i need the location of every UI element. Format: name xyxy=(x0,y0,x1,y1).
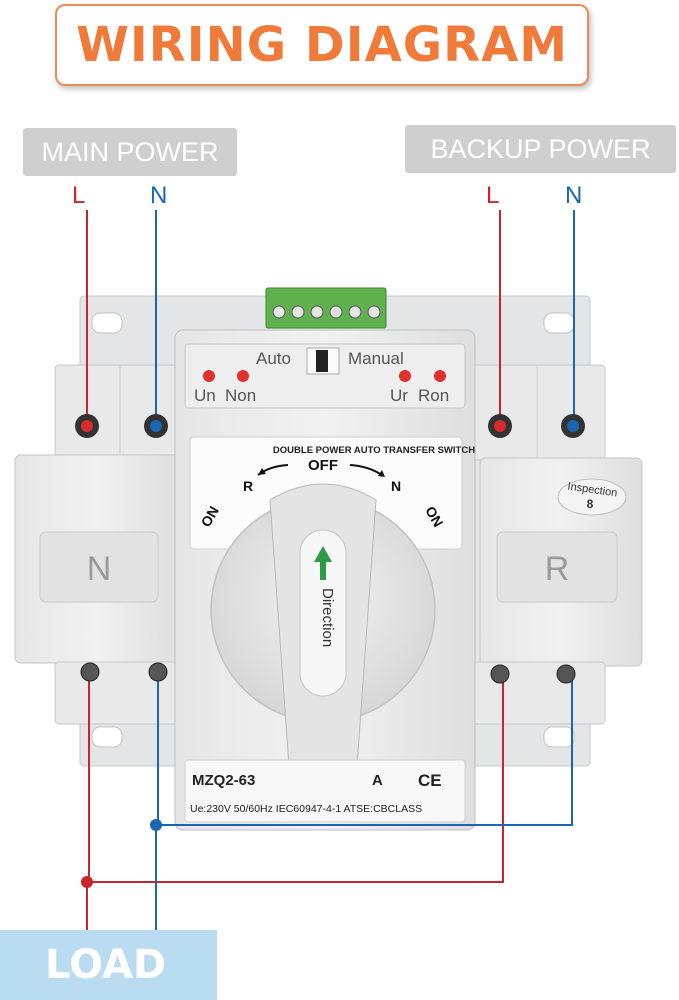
main-live-label: L xyxy=(72,182,86,209)
neutral-junction xyxy=(150,819,162,831)
ce-mark: CE xyxy=(418,771,442,790)
left-module-label: N xyxy=(87,550,112,588)
mode-manual-label: Manual xyxy=(348,349,404,368)
indicator-ur-label: Ur xyxy=(390,386,408,405)
diagram-title: WIRING DIAGRAM xyxy=(75,17,569,73)
switch-title: DOUBLE POWER AUTO TRANSFER SWITCH xyxy=(273,445,475,456)
indicator-non-label: Non xyxy=(225,386,256,405)
indicator-un-led xyxy=(203,370,215,382)
indicator-ur-led xyxy=(399,370,411,382)
spec-line: Ue:230V 50/60Hz IEC60947-4-1 ATSE:CBCLAS… xyxy=(190,803,422,815)
mode-auto-label: Auto xyxy=(256,349,291,368)
position-off: OFF xyxy=(308,457,338,474)
load-label: LOAD xyxy=(45,942,167,988)
handle-direction-label: Direction xyxy=(319,588,336,647)
indicator-un-label: Un xyxy=(194,386,216,405)
indicator-ron-led xyxy=(434,370,446,382)
direction-arrow-icon xyxy=(314,546,332,580)
right-module-label: R xyxy=(545,550,570,588)
model-suffix: A xyxy=(372,772,383,789)
main-neutral-label: N xyxy=(150,182,168,209)
position-n: N xyxy=(391,478,401,494)
main-power-label: MAIN POWER xyxy=(23,128,237,176)
load-live-wire xyxy=(88,672,504,883)
load-neutral-wire xyxy=(157,672,573,826)
backup-neutral-label: N xyxy=(565,182,583,209)
backup-power-label: BACKUP POWER xyxy=(405,125,676,173)
inspection-number: 8 xyxy=(587,497,594,511)
title-banner: WIRING DIAGRAM xyxy=(55,4,589,86)
indicator-non-led xyxy=(237,370,249,382)
model-label: MZQ2-63 xyxy=(192,772,255,789)
position-r: R xyxy=(243,478,253,494)
backup-live-label: L xyxy=(486,182,500,209)
indicator-ron-label: Ron xyxy=(418,386,449,405)
live-junction xyxy=(81,876,93,888)
load-box: LOAD xyxy=(0,930,217,1000)
